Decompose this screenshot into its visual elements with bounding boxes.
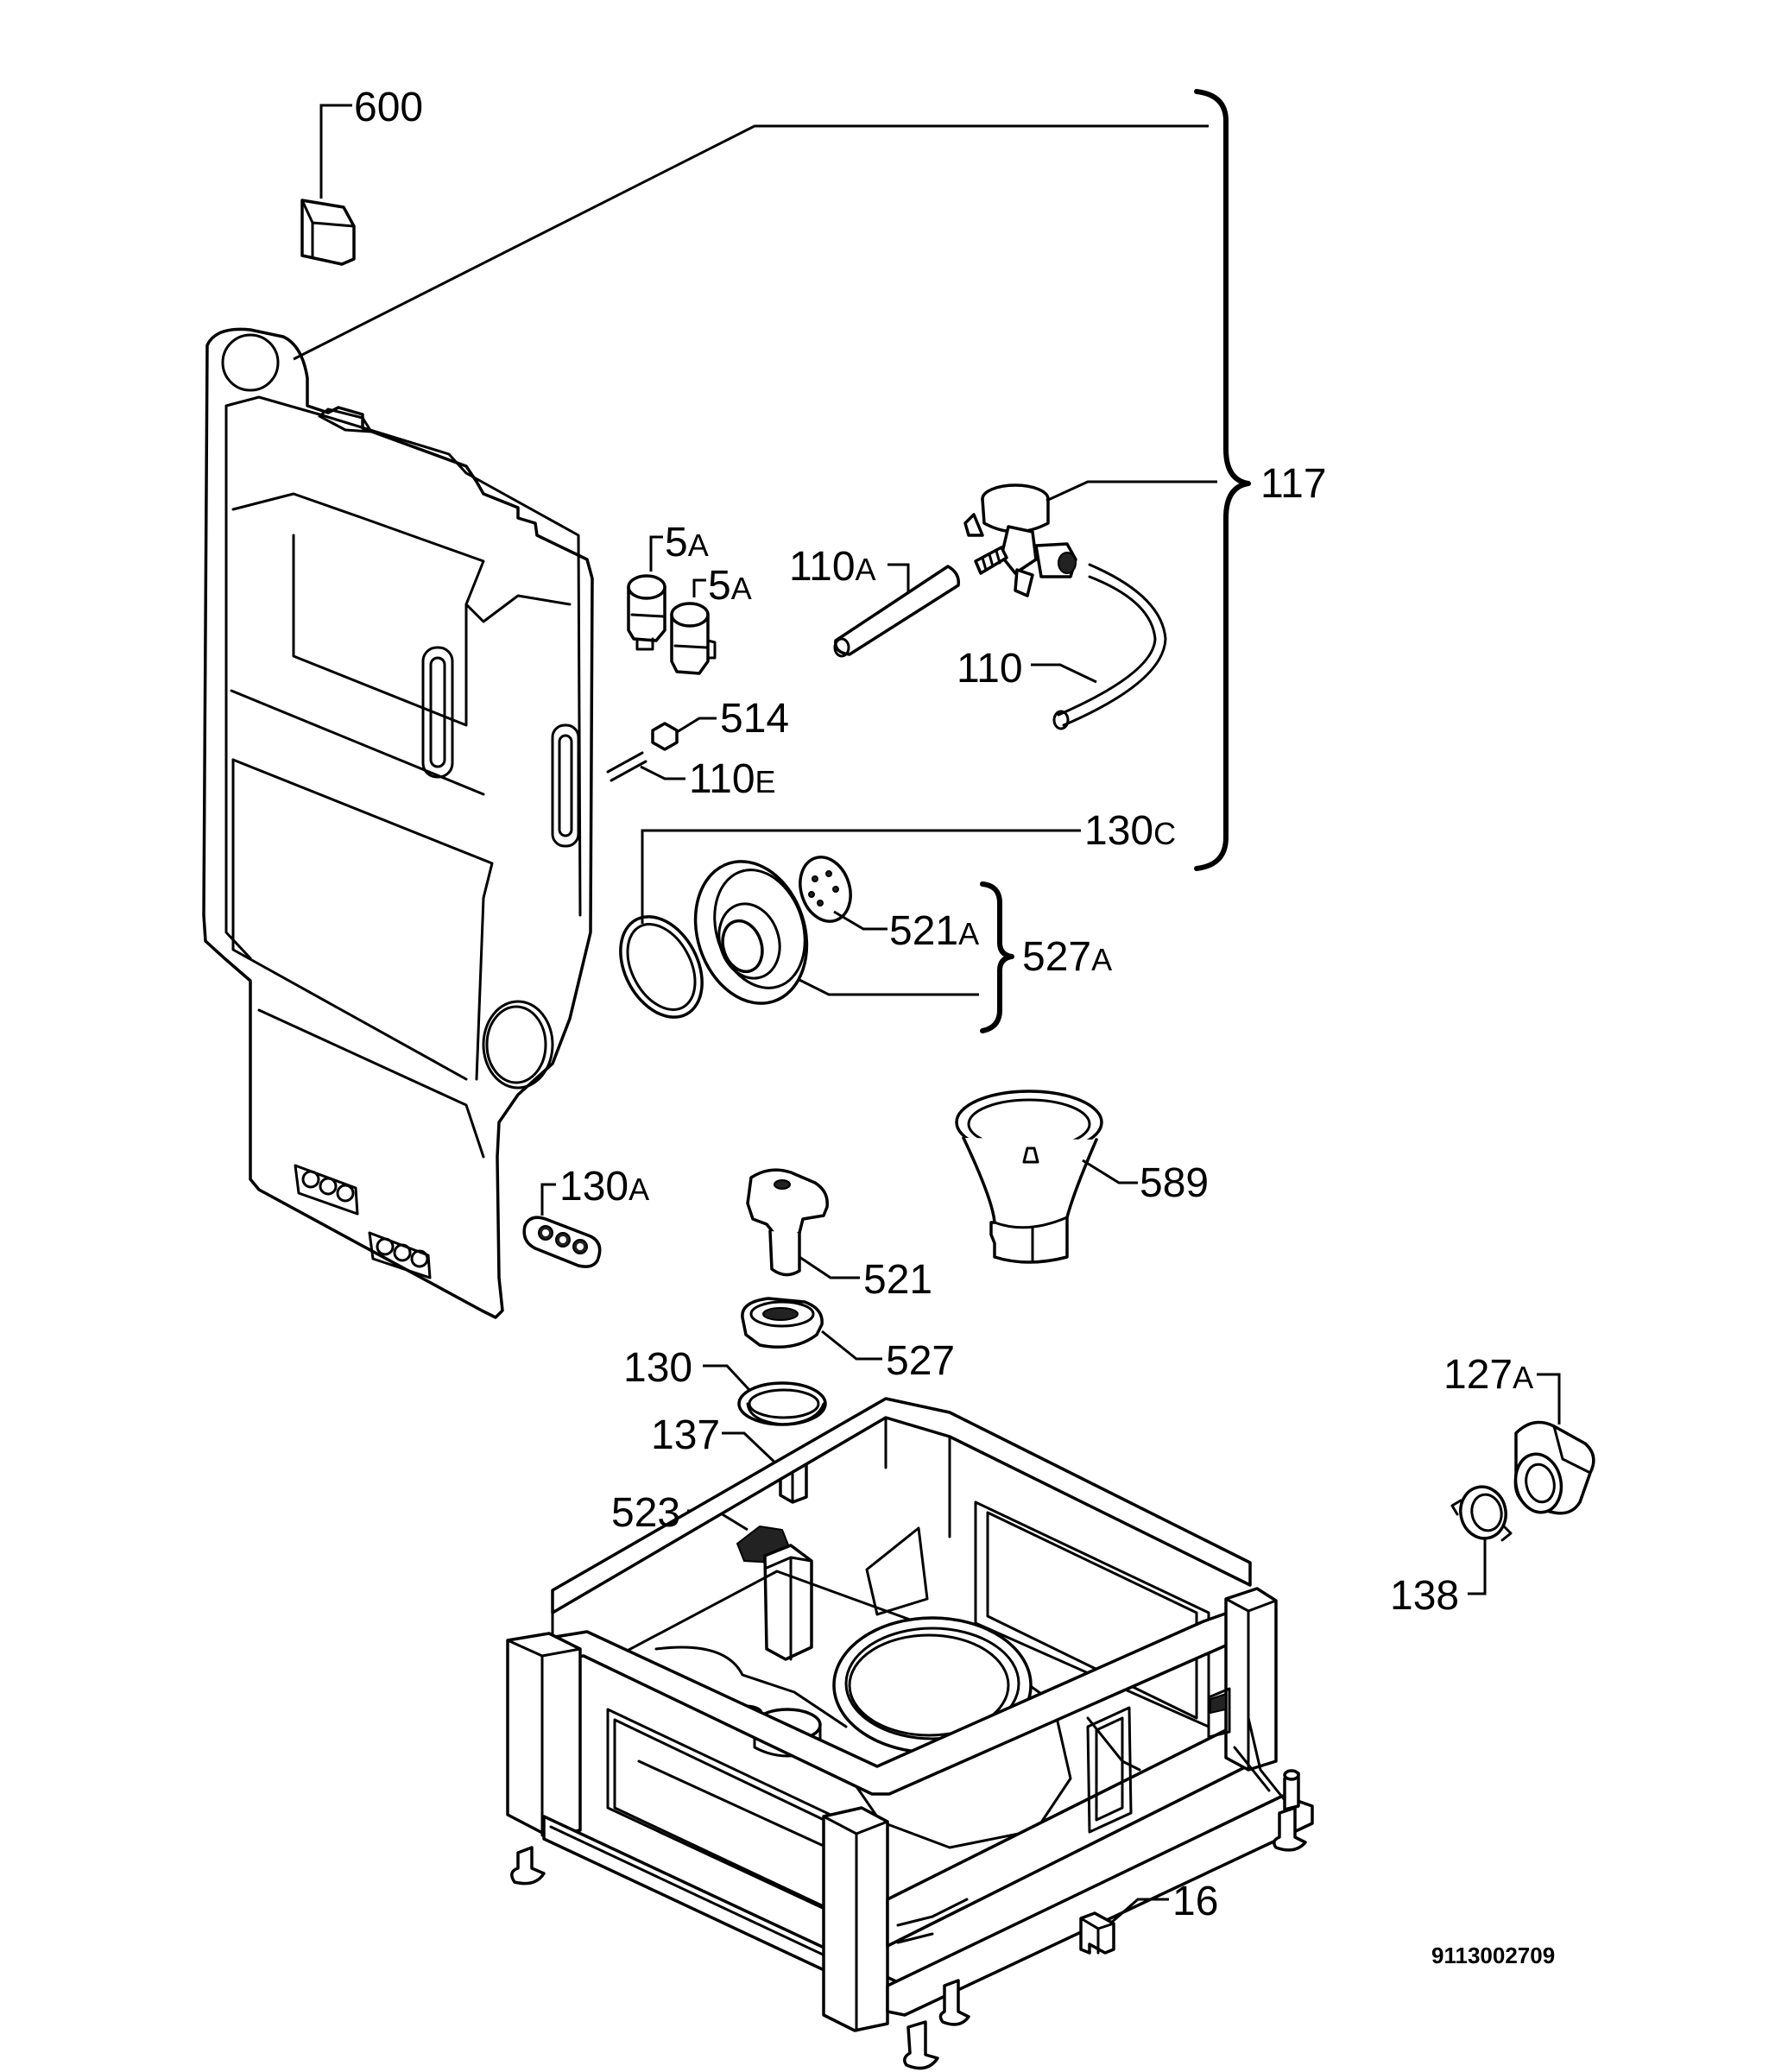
leader-117: [1045, 480, 1217, 502]
part-600: [300, 199, 356, 266]
drawing-code: 9113002709: [1431, 1942, 1555, 1968]
base-tub: [506, 1397, 1314, 2070]
part-130a: [522, 1216, 602, 1268]
part-5a-valve-2: [670, 602, 717, 675]
part-521a-disc: [799, 856, 852, 923]
leader-138: [1468, 1538, 1487, 1595]
leader-130a: [540, 1183, 556, 1216]
part-110: [1052, 563, 1167, 730]
label-130a: 130A: [559, 1164, 649, 1210]
part-138: [1450, 1485, 1513, 1542]
label-514: 514: [720, 696, 789, 742]
leader-127a: [1537, 1373, 1561, 1424]
label-523: 523: [611, 1490, 680, 1536]
leader-panel-to-117: [293, 124, 1209, 361]
label-137: 137: [651, 1412, 720, 1458]
leader-514: [676, 717, 717, 734]
leader-110e: [640, 765, 685, 780]
label-127a: 127A: [1443, 1352, 1533, 1398]
part-16: [1079, 1911, 1115, 1955]
label-527a: 527A: [1022, 934, 1112, 980]
label-110e: 110E: [689, 756, 776, 802]
leader-130: [703, 1364, 751, 1392]
label-5a-1: 5A: [665, 520, 709, 565]
part-5a-valve-1: [627, 574, 666, 651]
label-138: 138: [1390, 1573, 1459, 1619]
label-600: 600: [354, 85, 423, 130]
leader-110a: [888, 563, 910, 592]
side-panel: [202, 327, 594, 1319]
part-110a: [833, 565, 960, 658]
leader-130c: [641, 829, 1081, 924]
leader-5a-1: [649, 535, 663, 572]
part-527: [741, 1297, 824, 1349]
part-110e: [606, 751, 647, 782]
leader-5a-2: [692, 578, 706, 597]
leader-16: [1109, 1898, 1169, 1925]
label-589: 589: [1140, 1160, 1209, 1206]
leader-521: [799, 1255, 860, 1279]
label-130c: 130C: [1084, 808, 1176, 854]
leader-589: [1082, 1159, 1138, 1184]
label-527: 527: [886, 1338, 955, 1384]
leader-527a: [797, 977, 979, 996]
label-117: 117: [1260, 461, 1327, 507]
part-130c: [619, 915, 704, 1019]
label-521: 521: [863, 1257, 932, 1303]
part-521: [746, 1168, 829, 1277]
leader-110: [1031, 663, 1097, 684]
label-130: 130: [623, 1345, 692, 1391]
part-527a-nut: [693, 860, 809, 1005]
label-110: 110: [957, 646, 1023, 692]
part-514: [651, 722, 679, 751]
part-130: [737, 1381, 827, 1426]
brace-527a: [980, 881, 1014, 1033]
leader-137: [722, 1431, 782, 1469]
leader-600: [319, 104, 352, 199]
label-16: 16: [1172, 1879, 1218, 1924]
label-5a-2: 5A: [708, 563, 752, 609]
label-521a: 521A: [889, 908, 979, 954]
label-110a: 110A: [789, 544, 876, 590]
part-589-funnel: [955, 1090, 1103, 1264]
part-523: [736, 1525, 813, 1661]
leader-527: [821, 1330, 882, 1361]
leader-521a: [833, 910, 888, 931]
brace-117: [1194, 89, 1251, 871]
part-127a: [1513, 1420, 1595, 1515]
part-117-valve: [963, 483, 1077, 597]
